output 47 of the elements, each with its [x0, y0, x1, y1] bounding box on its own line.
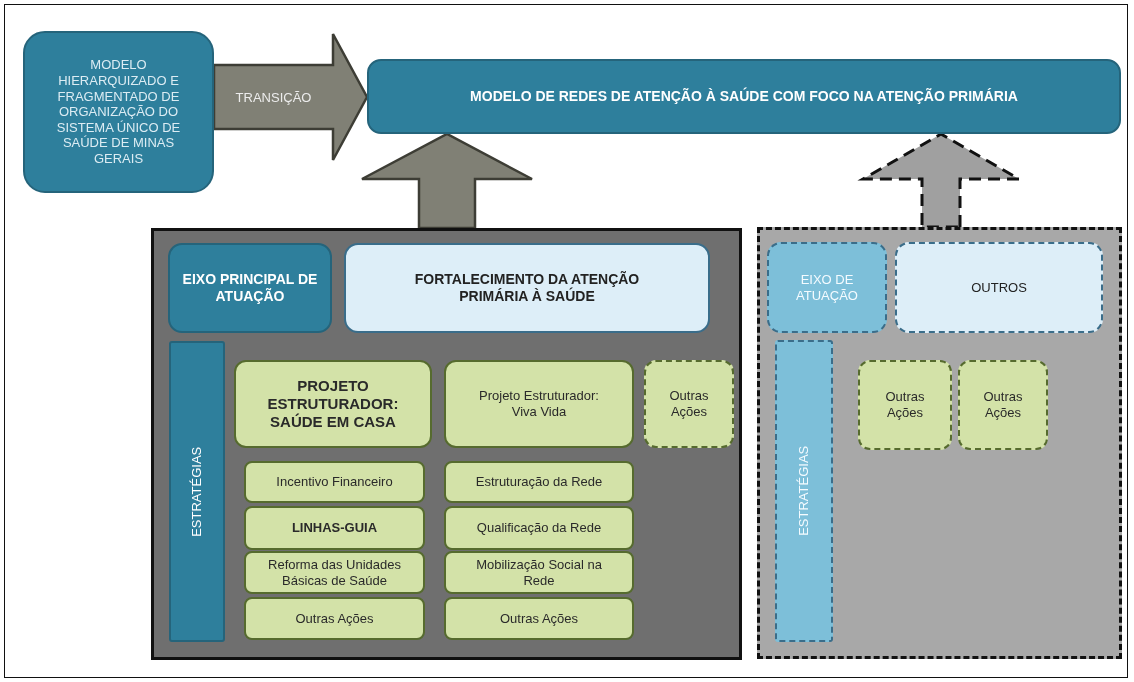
box-label: Outras Ações — [982, 389, 1024, 421]
label-box — [344, 243, 710, 333]
box-label: Reforma das Unidades Básicas de Saúde — [267, 556, 402, 589]
panel — [757, 227, 1122, 659]
box-label: MODELO DE REDES DE ATENÇÃO À SAÚDE COM FOCO NA ATENÇÃO PRIMÁRIA — [470, 88, 1018, 105]
process-box — [244, 551, 425, 594]
process-box — [244, 597, 425, 640]
box-label: Incentivo Financeiro — [276, 474, 393, 490]
vertical-bar — [775, 340, 833, 642]
box-label: Outras Ações — [668, 388, 710, 420]
process-box — [23, 31, 214, 193]
box-label: PROJETO ESTRUTURADOR: SAÚDE EM CASA — [266, 377, 400, 431]
edge-label: TRANSIÇÃO — [235, 89, 312, 105]
block-arrow — [212, 32, 369, 162]
box-label: FORTALECIMENTO DA ATENÇÃO PRIMÁRIA À SAÚDE — [413, 271, 641, 305]
label-box — [767, 242, 887, 333]
process-box — [244, 461, 425, 503]
process-box — [644, 360, 734, 448]
process-box — [444, 360, 634, 448]
process-box — [958, 360, 1048, 450]
process-box — [858, 360, 952, 450]
block-arrow — [360, 132, 534, 230]
vertical-bar — [169, 341, 225, 642]
label-box — [895, 242, 1103, 333]
box-label: Estruturação da Rede — [475, 474, 603, 490]
process-box — [444, 597, 634, 640]
box-label: EIXO PRINCIPAL DE ATUAÇÃO — [181, 271, 319, 305]
box-label: Outras Ações — [884, 389, 926, 421]
panel — [151, 228, 742, 660]
process-box — [444, 461, 634, 503]
box-label: Outras Ações — [295, 610, 374, 627]
box-label: Outras Ações — [499, 610, 578, 627]
process-box — [444, 551, 634, 594]
vertical-label: ESTRATÉGIAS — [796, 445, 812, 537]
box-label: OUTROS — [971, 279, 1027, 296]
process-box — [244, 506, 425, 550]
process-box — [444, 506, 634, 550]
vertical-label: ESTRATÉGIAS — [189, 446, 205, 537]
box-label: MODELO HIERARQUIZADO E FRAGMENTADO DE ORGANIZAÇÃO DO SISTEMA ÚNICO DE SAÚDE DE MINAS GERAIS — [55, 57, 182, 167]
process-box — [367, 59, 1121, 134]
box-label: Mobilização Social na Rede — [475, 556, 603, 589]
process-box — [234, 360, 432, 448]
box-label: Projeto Estruturador: Viva Vida — [478, 388, 600, 420]
label-box — [168, 243, 332, 333]
box-label: LINHAS-GUIA — [291, 520, 378, 536]
box-label: Qualificação da Rede — [476, 520, 602, 536]
box-label: EIXO DE ATUAÇÃO — [795, 271, 859, 304]
